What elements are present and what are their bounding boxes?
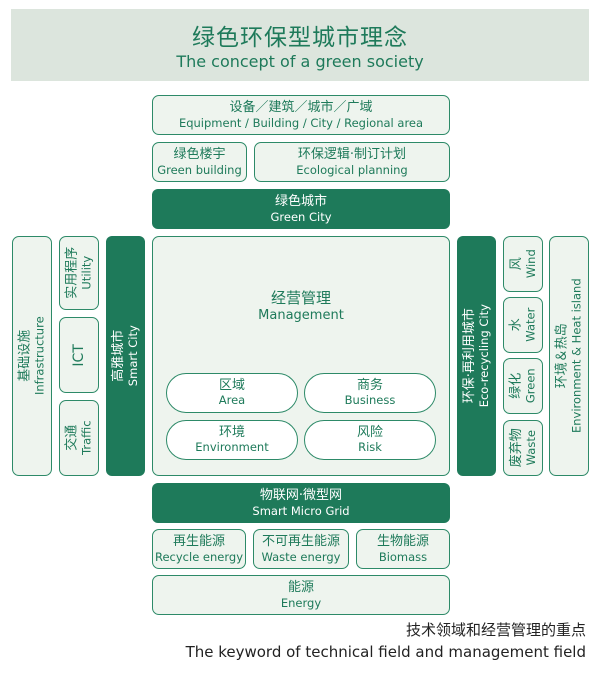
title-banner: 绿色环保型城市理念 The concept of a green society [11, 9, 589, 81]
utility-cn: 实用程序 [64, 246, 80, 299]
risk-en: Risk [358, 439, 382, 454]
water-en: Water [522, 307, 537, 342]
biomass-en: Biomass [378, 549, 428, 564]
micro-grid-cn: 物联网·微型网 [259, 487, 343, 503]
environment-cn: 环境 [218, 425, 245, 441]
micro-grid-en: Smart Micro Grid [252, 503, 350, 518]
waste-energy-box: 不可再生能源 Waste energy [253, 529, 349, 569]
green-building-en: Green building [157, 162, 242, 177]
smart-city-cn: 高雅城市 [110, 329, 126, 382]
eco-recycling-en: Eco-recycling City [476, 304, 491, 408]
caption-chinese: 技术领域和经营管理的重点 [405, 621, 586, 639]
biomass-box: 生物能源 Biomass [356, 529, 450, 569]
environment-en: Environment [195, 439, 269, 454]
waste-energy-en: Waste energy [261, 549, 341, 564]
traffic-cn: 交通 [64, 424, 80, 452]
equipment-box: 设备／建筑／城市／广域 Equipment / Building / City … [152, 95, 450, 135]
smart-city-en: Smart City [125, 325, 140, 387]
energy-en: Energy [280, 595, 322, 610]
business-pill: 商务 Business [304, 373, 436, 413]
green-building-cn: 绿色楼宇 [173, 146, 226, 162]
management-cn: 经营管理 [270, 289, 331, 307]
recycle-energy-en: Recycle energy [155, 549, 243, 564]
area-pill: 区域 Area [166, 373, 298, 413]
eco-planning-box: 环保逻辑·制订计划 Ecological planning [254, 142, 450, 182]
wind-cn: 风 [508, 257, 524, 271]
infrastructure-cn: 基础设施 [17, 329, 33, 382]
risk-cn: 风险 [356, 425, 383, 441]
infrastructure-box: 基础设施 Infrastructure [12, 236, 52, 476]
water-cn: 水 [508, 318, 524, 332]
green-city-bar: 绿色城市 Green City [152, 189, 450, 229]
water-box: 水 Water [503, 297, 543, 353]
green-city-en: Green City [270, 209, 332, 224]
eco-planning-cn: 环保逻辑·制订计划 [297, 146, 407, 162]
risk-pill: 风险 Risk [304, 420, 436, 460]
traffic-box: 交通 Traffic [59, 400, 99, 476]
recycle-energy-box: 再生能源 Recycle energy [152, 529, 246, 569]
env-heat-island-box: 环境＆热岛 Environment & Heat island [549, 236, 589, 476]
eco-recycling-cn: 环保·再利用城市 [461, 308, 477, 404]
equipment-cn: 设备／建筑／城市／广域 [229, 99, 373, 115]
business-cn: 商务 [356, 378, 383, 394]
utility-box: 实用程序 Utility [59, 236, 99, 310]
env-heat-island-en: Environment & Heat island [568, 278, 583, 434]
equipment-en: Equipment / Building / City / Regional a… [178, 115, 424, 130]
eco-planning-en: Ecological planning [296, 162, 408, 177]
ict-label: ICT [70, 343, 87, 367]
energy-box: 能源 Energy [152, 575, 450, 615]
green-en: Green [522, 368, 537, 404]
biomass-cn: 生物能源 [376, 533, 429, 549]
management-en: Management [258, 307, 344, 323]
title-english: The concept of a green society [176, 52, 424, 71]
wind-en: Wind [522, 249, 537, 279]
environment-pill: 环境 Environment [166, 420, 298, 460]
caption-english: The keyword of technical field and manag… [185, 643, 586, 661]
env-heat-island-cn: 环境＆热岛 [554, 323, 570, 389]
business-en: Business [344, 392, 396, 407]
infrastructure-en: Infrastructure [31, 316, 46, 396]
traffic-en: Traffic [78, 420, 93, 456]
ict-box: ICT [59, 317, 99, 393]
waste-box: 废弃物 Waste [503, 420, 543, 476]
recycle-energy-cn: 再生能源 [172, 533, 225, 549]
eco-recycling-bar: 环保·再利用城市 Eco-recycling City [457, 236, 496, 476]
area-en: Area [218, 392, 246, 407]
wind-box: 风 Wind [503, 236, 543, 292]
green-cn: 绿化 [508, 372, 524, 399]
smart-city-bar: 高雅城市 Smart City [106, 236, 145, 476]
micro-grid-bar: 物联网·微型网 Smart Micro Grid [152, 483, 450, 523]
green-box: 绿化 Green [503, 358, 543, 414]
waste-energy-cn: 不可再生能源 [261, 533, 340, 549]
utility-en: Utility [78, 256, 93, 290]
green-building-box: 绿色楼宇 Green building [152, 142, 247, 182]
green-city-cn: 绿色城市 [274, 193, 327, 209]
energy-cn: 能源 [287, 579, 314, 595]
area-cn: 区域 [218, 378, 245, 394]
waste-en: Waste [522, 430, 537, 466]
title-chinese: 绿色环保型城市理念 [192, 25, 408, 51]
waste-cn: 废弃物 [508, 428, 524, 468]
